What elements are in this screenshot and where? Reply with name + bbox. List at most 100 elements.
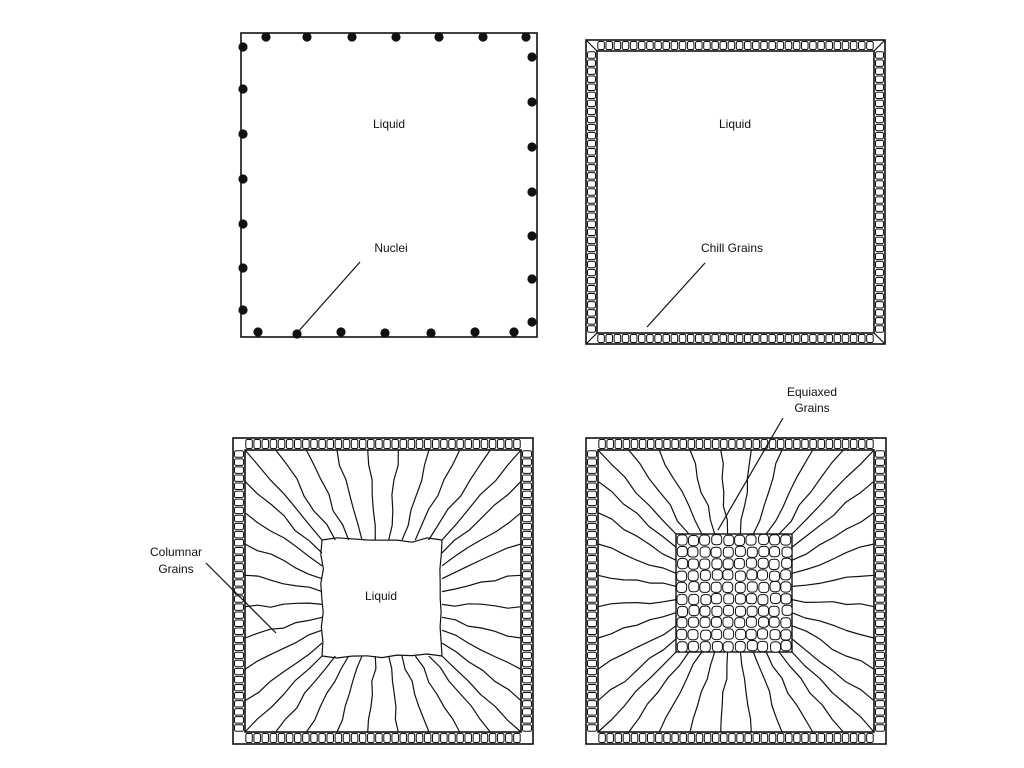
panel-columnar-liquid-label: Liquid — [365, 589, 397, 603]
equiaxed-chill-cell — [875, 667, 885, 676]
equiaxed-chill-cell — [866, 439, 874, 449]
chill-grain-cell — [587, 325, 596, 333]
equiaxed-grain — [676, 546, 688, 558]
equiaxed-grain — [758, 545, 770, 558]
equiaxed-grain — [734, 582, 746, 594]
equiaxed-grain — [699, 581, 711, 593]
columnar-chill-cell — [234, 482, 244, 490]
nucleus-dot — [509, 327, 519, 337]
columnar-chill-cell — [522, 643, 532, 652]
chill-corner-line — [873, 39, 886, 52]
equiaxed-grain — [758, 616, 769, 628]
equiaxed-chill-cell — [833, 733, 842, 743]
equiaxed-grain — [734, 570, 746, 582]
panel-equiaxed-outline — [585, 437, 887, 745]
equiaxed-grain — [676, 641, 688, 653]
columnar-chill-cell — [513, 733, 521, 743]
equiaxed-grain — [780, 581, 792, 593]
equiaxed-chill-cell — [587, 522, 597, 531]
equiaxed-chill-cell — [638, 439, 647, 449]
equiaxed-panel-grain-line — [597, 574, 677, 587]
equiaxed-grain — [687, 616, 699, 628]
equiaxed-chill-cell — [875, 627, 885, 636]
columnar-chill-cell — [234, 538, 244, 547]
columnar-chill-cell — [522, 692, 532, 700]
chill-grain-cell — [875, 99, 884, 108]
equiaxed-grain — [711, 569, 723, 581]
chill-grain-cell — [875, 301, 884, 309]
columnar-grain-line — [305, 655, 350, 733]
equiaxed-chill-cell — [598, 439, 606, 449]
columnar-chill-cell — [234, 506, 244, 515]
panel-equiaxed-inner-outline — [597, 449, 875, 733]
chill-grain-cell — [875, 268, 884, 277]
equiaxed-chill-cell — [875, 563, 885, 571]
chill-grain-cell — [760, 41, 768, 50]
equiaxed-chill-cell — [587, 579, 597, 587]
equiaxed-panel-grain-line — [597, 512, 677, 561]
equiaxed-grain — [770, 592, 781, 604]
panel-chill-outline — [585, 39, 886, 345]
columnar-chill-cell — [261, 439, 270, 449]
columnar-grain-line — [388, 655, 399, 733]
equiaxed-grain — [746, 605, 758, 617]
columnar-leader-line — [205, 562, 277, 634]
chill-grain-cell — [875, 172, 884, 180]
equiaxed-chill-cell — [801, 733, 809, 743]
chill-grain-cell — [784, 41, 793, 50]
columnar-chill-cell — [234, 716, 244, 724]
columnar-chill-cell — [367, 439, 375, 449]
equiaxed-grain — [722, 558, 734, 570]
chill-grain-cell — [719, 334, 728, 343]
panel-chill: Liquid Chill Grains — [585, 39, 886, 345]
columnar-grain-line — [367, 449, 376, 541]
columnar-chill-cell — [399, 439, 408, 449]
columnar-grain-line — [244, 655, 323, 733]
equiaxed-chill-cell — [606, 733, 614, 743]
equiaxed-panel-grain-line — [752, 651, 783, 733]
nucleus-dot — [238, 174, 248, 184]
equiaxed-chill-cell — [875, 595, 885, 603]
equiaxed-chill-cell — [858, 439, 866, 449]
columnar-chill-cell — [432, 439, 440, 449]
chill-corner-line — [873, 332, 886, 345]
columnar-grain-lines — [244, 449, 522, 733]
columnar-chill-cell — [432, 733, 440, 743]
nucleus-dot — [380, 328, 390, 338]
chill-grain-cell — [670, 334, 679, 343]
chill-grain-cell — [703, 41, 711, 50]
chill-grain-cell — [678, 334, 687, 343]
chill-grain-cell — [875, 59, 884, 67]
nucleus-dot — [527, 142, 537, 152]
columnar-chill-cell — [302, 733, 310, 743]
panel-nuclei-liquid-label: Liquid — [373, 117, 405, 131]
chill-grain-cell — [587, 156, 596, 164]
equiaxed-chill-cell — [875, 603, 885, 611]
chill-grain-cell — [662, 334, 671, 343]
equiaxed-chill-cell — [858, 733, 866, 743]
equiaxed-chill-cell — [614, 439, 623, 449]
columnar-chill-cell — [310, 733, 318, 743]
chill-grain-cell — [629, 334, 638, 343]
equiaxed-panel-grain-line — [597, 612, 677, 639]
equiaxed-grain — [780, 640, 792, 652]
equiaxed-chill-cell — [587, 692, 597, 700]
columnar-chill-cell — [318, 439, 326, 449]
equiaxed-grain — [710, 616, 722, 628]
equiaxed-chill-cell — [606, 439, 614, 449]
chill-grain-cell — [809, 334, 817, 343]
equiaxed-grain — [780, 534, 792, 546]
columnar-chill-cell — [522, 579, 532, 587]
chill-grain-cell — [875, 147, 884, 156]
equiaxed-chill-cell — [875, 587, 885, 595]
equiaxed-grain — [769, 629, 781, 641]
columnar-chill-cell — [522, 538, 532, 547]
columnar-grain-line — [441, 629, 522, 670]
equiaxed-chill-cell — [587, 627, 597, 636]
equiaxed-chill-cell — [587, 724, 597, 732]
chill-grain-cell — [695, 334, 703, 343]
nucleus-dot — [391, 32, 401, 42]
panel-nuclei-outline — [240, 32, 538, 338]
columnar-grain-line — [336, 655, 363, 733]
equiaxed-grain — [687, 640, 699, 653]
